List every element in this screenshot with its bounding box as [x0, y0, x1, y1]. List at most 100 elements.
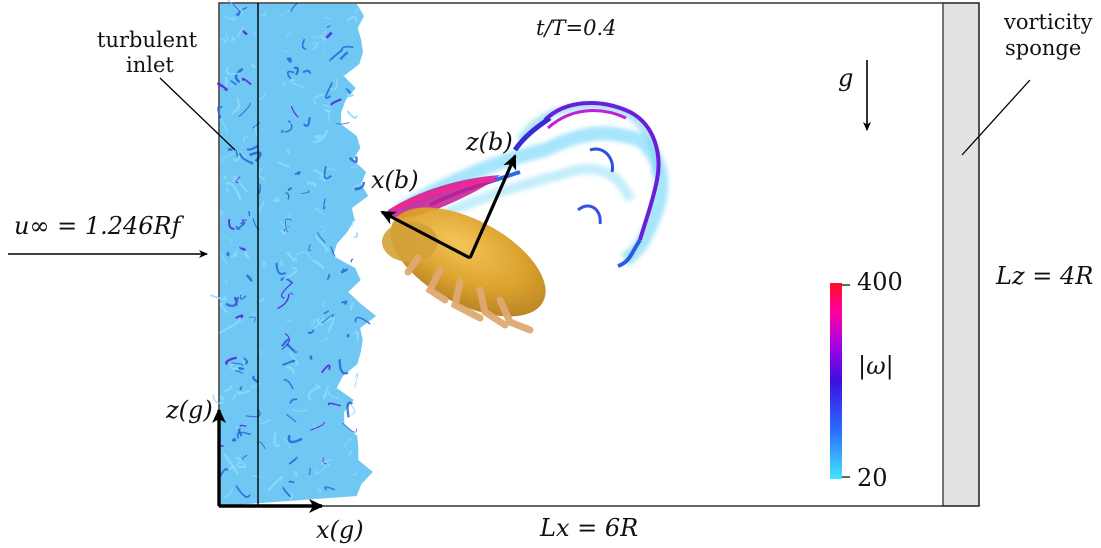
turbulence-swirl: [313, 317, 325, 328]
turbulence-swirl: [232, 393, 237, 401]
turbulence-swirl: [316, 317, 324, 326]
turbulence-swirl: [219, 210, 224, 218]
turbulence-swirl: [352, 184, 362, 191]
turbulence-swirl: [283, 266, 298, 281]
turbulence-swirl: [301, 38, 307, 50]
turbulence-swirl: [294, 171, 301, 176]
turbulence-swirl: [280, 129, 286, 133]
turbulence-swirl: [303, 117, 311, 127]
turbulence-swirl: [239, 246, 247, 252]
turbulence-swirl: [239, 294, 247, 300]
turbulence-swirl: [348, 156, 358, 164]
turbulence-swirl: [302, 69, 312, 74]
turbulence-swirl: [225, 31, 237, 43]
turbulence-swirl: [230, 79, 237, 86]
turbulence-swirl: [226, 66, 240, 75]
turbulence-swirl: [290, 105, 299, 118]
turbulence-swirl: [260, 11, 267, 17]
turbulence-swirl: [279, 220, 286, 226]
turbulence-swirl: [310, 318, 316, 327]
turbulence-swirl: [349, 302, 355, 311]
turbulence-swirl: [322, 103, 330, 109]
colorbar: [830, 283, 842, 479]
turbulence-swirl: [273, 432, 281, 448]
turbulence-swirl: [340, 45, 354, 51]
turbulence-swirl: [246, 144, 259, 151]
turbulence-swirl: [276, 160, 290, 168]
x-global-label: x(g): [316, 516, 364, 544]
turbulence-swirl: [314, 465, 327, 476]
turbulence-swirl: [275, 262, 287, 275]
turbulence-swirl: [281, 333, 290, 350]
colorbar-min-label: 20: [857, 464, 888, 492]
turbulence-swirl: [324, 486, 336, 491]
turbulence-swirl: [210, 294, 228, 301]
turbulence-swirl: [226, 0, 244, 14]
turbulence-swirl: [252, 313, 257, 321]
turbulence-swirl: [224, 181, 242, 201]
turbulence-swirl: [282, 486, 292, 498]
turbulence-swirl: [288, 480, 295, 484]
turbulence-swirl: [307, 386, 321, 402]
turbulence-swirl: [316, 487, 322, 494]
turbulence-swirl: [288, 456, 298, 465]
turbulence-swirl: [223, 384, 233, 392]
turbulence-swirl: [289, 493, 294, 500]
domain-boundary: [218, 2, 980, 507]
turbulence-swirl: [322, 392, 328, 400]
turbulence-swirl: [350, 166, 359, 169]
turbulence-swirl: [346, 110, 358, 119]
turbulence-swirl: [241, 219, 247, 223]
turbulence-swirl: [287, 434, 303, 444]
leading-edge-vortex-core: [394, 178, 496, 210]
lx-label: Lx = 6R: [540, 514, 639, 542]
turbulence-swirl: [326, 110, 330, 123]
vorticity-sponge-label-line2: sponge: [1005, 36, 1082, 60]
turbulence-swirl: [340, 268, 349, 274]
turbulence-swirl: [225, 356, 237, 366]
vorticity-sponge-region: [942, 2, 980, 507]
turbulence-swirl: [236, 389, 251, 395]
turbulent-inlet-label-line2: inlet: [126, 53, 174, 77]
turbulence-swirl: [241, 454, 248, 461]
turbulence-swirl: [230, 249, 239, 259]
colorbar-max-label: 400: [857, 268, 903, 296]
turbulent-inlet-label-line1: turbulent: [97, 28, 198, 52]
turbulence-swirl: [238, 102, 252, 118]
turbulence-swirl: [313, 168, 325, 177]
time-label: t/T=0.4: [536, 16, 617, 40]
turbulence-swirl: [326, 273, 331, 281]
turbulence-swirl: [314, 468, 320, 474]
turbulence-swirl: [315, 207, 325, 217]
turbulence-swirl: [286, 366, 296, 375]
turbulence-swirl: [292, 408, 309, 413]
turbulence-swirl: [308, 244, 312, 252]
turbulence-swirl: [338, 359, 349, 375]
turbulent-inlet-field: [210, 0, 377, 506]
turbulence-swirl: [235, 462, 246, 466]
turbulence-swirl: [287, 187, 293, 191]
turbulence-swirl: [224, 279, 228, 283]
z-global-label: z(g): [166, 396, 213, 424]
turbulence-swirl: [243, 357, 249, 365]
turbulence-swirl: [286, 57, 292, 63]
turbulence-swirl: [286, 148, 290, 154]
turbulence-swirl: [293, 66, 300, 76]
vorticity-sponge-leader: [961, 79, 1031, 156]
turbulence-swirl: [235, 456, 242, 464]
turbulence-swirl: [320, 458, 332, 465]
turbulence-swirl: [346, 93, 355, 98]
gravity-label: g: [838, 64, 854, 92]
turbulence-swirl: [288, 122, 292, 127]
turbulence-swirl: [235, 369, 244, 374]
turbulence-swirl: [351, 471, 357, 476]
turbulence-swirl: [225, 187, 230, 193]
turbulence-swirl: [221, 152, 235, 163]
insect-body: [382, 207, 546, 334]
turbulence-swirl: [312, 30, 327, 39]
turbulence-swirl: [251, 475, 261, 478]
turbulence-swirl: [239, 424, 247, 428]
turbulence-swirl: [288, 351, 299, 366]
turbulence-swirl: [306, 181, 317, 187]
turbulence-swirl: [353, 232, 358, 239]
